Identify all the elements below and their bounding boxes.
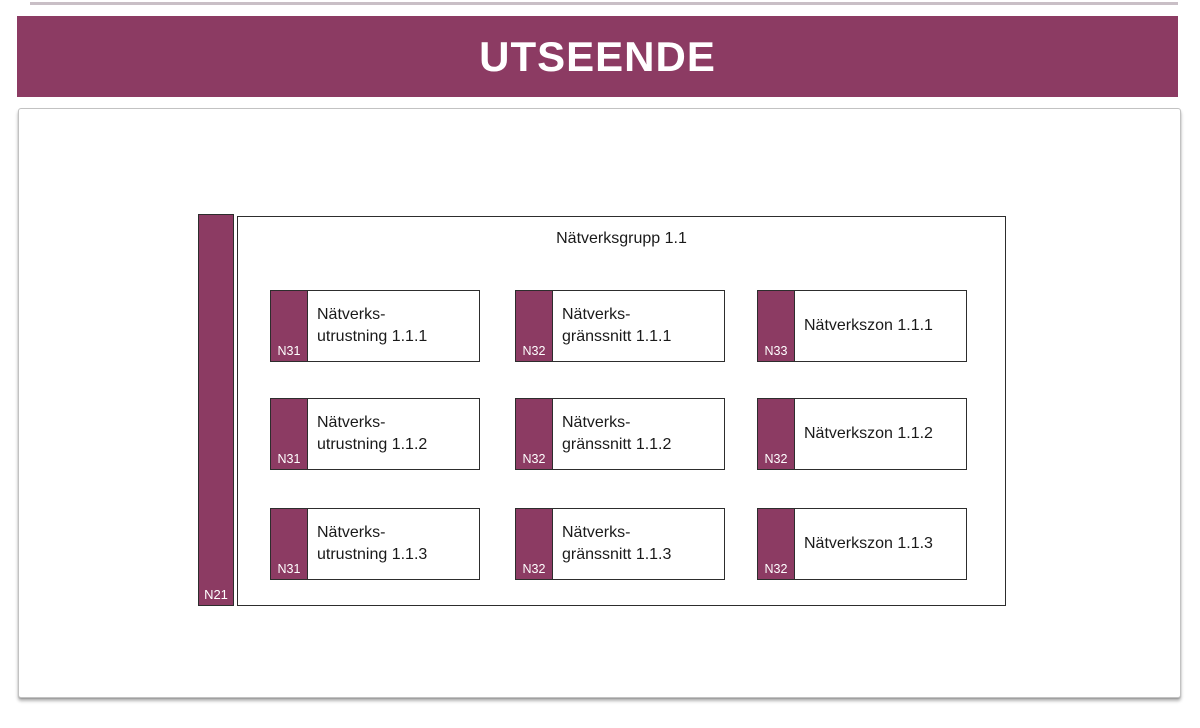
item-tag: N31 [277, 344, 301, 358]
item-tag-tab: N32 [758, 509, 795, 579]
network-group-box: Nätverksgrupp 1.1 N31 Nätverks- utrustni… [237, 216, 1006, 606]
item-tag: N32 [522, 344, 546, 358]
item-label: Nätverks- utrustning 1.1.3 [317, 524, 428, 563]
network-interface-box-1: N32 Nätverks- gränssnitt 1.1.1 [515, 290, 725, 362]
network-zone-box-2: N32 Nätverkszon 1.1.2 [757, 398, 967, 470]
network-equipment-box-3: N31 Nätverks- utrustning 1.1.3 [270, 508, 480, 580]
trunk-bar-n21: N21 [198, 214, 234, 606]
item-tag-tab: N32 [516, 509, 553, 579]
network-interface-box-3: N32 Nätverks- gränssnitt 1.1.3 [515, 508, 725, 580]
item-tag-tab: N31 [271, 509, 308, 579]
item-tag-tab: N31 [271, 399, 308, 469]
previous-slide-edge [30, 2, 1178, 5]
network-interface-box-2: N32 Nätverks- gränssnitt 1.1.2 [515, 398, 725, 470]
item-tag: N32 [764, 452, 788, 466]
network-equipment-box-1: N31 Nätverks- utrustning 1.1.1 [270, 290, 480, 362]
item-tag-tab: N32 [758, 399, 795, 469]
item-label: Nätverks- utrustning 1.1.1 [317, 306, 428, 345]
network-zone-box-1: N33 Nätverkszon 1.1.1 [757, 290, 967, 362]
item-tag-tab: N31 [271, 291, 308, 361]
item-tag: N32 [522, 452, 546, 466]
network-equipment-box-2: N31 Nätverks- utrustning 1.1.2 [270, 398, 480, 470]
item-tag-tab: N32 [516, 291, 553, 361]
slide-title-banner: UTSEENDE [17, 16, 1178, 97]
page-title: UTSEENDE [479, 32, 716, 80]
slide-page: N21 Nätverksgrupp 1.1 N31 Nätverks- utru… [18, 108, 1181, 698]
item-label: Nätverks- gränssnitt 1.1.2 [562, 414, 672, 453]
item-tag: N32 [764, 562, 788, 576]
item-tag-tab: N33 [758, 291, 795, 361]
item-label: Nätverks- utrustning 1.1.2 [317, 414, 428, 453]
item-tag: N33 [764, 344, 788, 358]
item-tag: N32 [522, 562, 546, 576]
item-tag: N31 [277, 452, 301, 466]
network-zone-box-3: N32 Nätverkszon 1.1.3 [757, 508, 967, 580]
trunk-tag: N21 [204, 587, 228, 602]
item-label: Nätverkszon 1.1.1 [804, 317, 933, 334]
item-label: Nätverks- gränssnitt 1.1.3 [562, 524, 672, 563]
item-label: Nätverks- gränssnitt 1.1.1 [562, 306, 672, 345]
item-label: Nätverkszon 1.1.3 [804, 535, 933, 552]
item-label: Nätverkszon 1.1.2 [804, 425, 933, 442]
network-group-title: Nätverksgrupp 1.1 [556, 230, 687, 247]
item-tag-tab: N32 [516, 399, 553, 469]
item-tag: N31 [277, 562, 301, 576]
